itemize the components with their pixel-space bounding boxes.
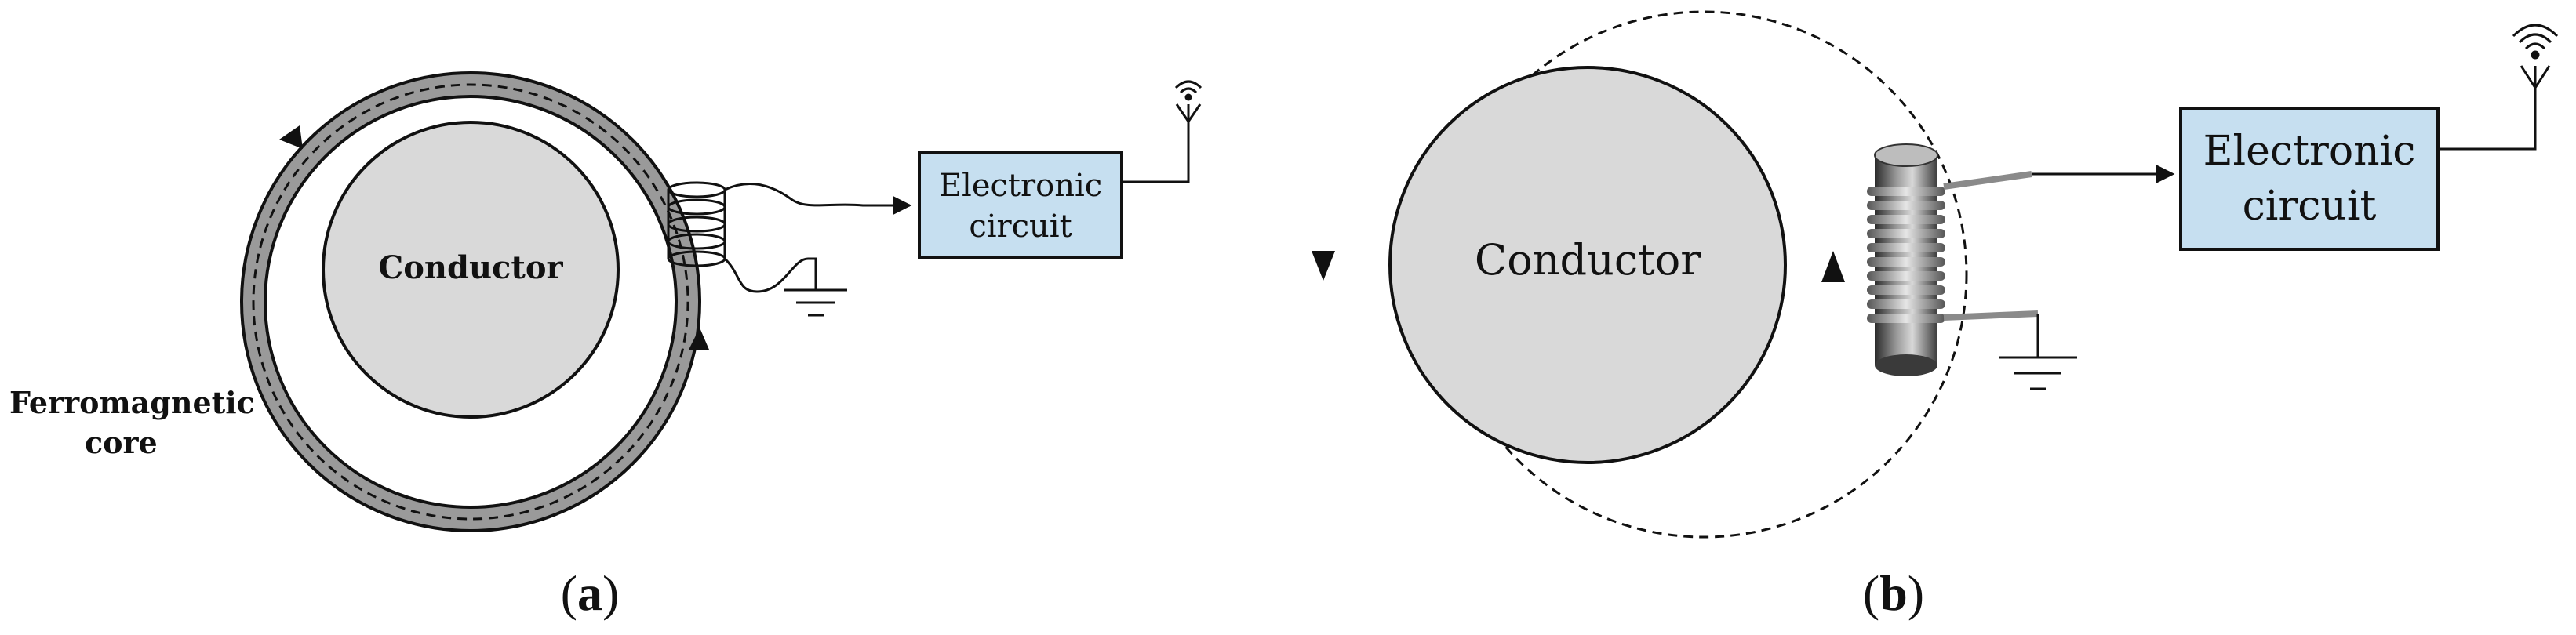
box-a-line1: Electronic — [939, 168, 1102, 204]
ground-icon — [784, 288, 847, 317]
core-label-line2: core — [85, 425, 158, 460]
antenna-icon — [1174, 80, 1202, 122]
flux-arrow-right — [689, 328, 709, 350]
conductor-b — [1388, 66, 1787, 464]
coil-lead-top — [1943, 171, 2032, 190]
electronic-circuit-box-b — [2179, 107, 2440, 251]
panel-a: Conductor Ferromagnetic core Electronic … — [9, 71, 1202, 621]
coil-rod-icon — [1867, 143, 1945, 376]
coil-wire-bottom — [723, 257, 817, 293]
conductor-label-a: Conductor — [378, 249, 563, 286]
box-b-line2: circuit — [2243, 183, 2377, 230]
coil-icon — [667, 181, 726, 267]
antenna-feed-a — [1122, 122, 1190, 183]
core-label-line1: Ferromagnetic — [9, 385, 255, 420]
panel-label-a: (a) — [561, 565, 620, 621]
flux-arrow-left — [279, 125, 303, 149]
coil-lead-bottom — [1943, 310, 2039, 321]
panel-b: Conductor — [1312, 10, 2559, 621]
antenna-feed-b — [2438, 88, 2537, 151]
flux-arrow-up — [1821, 251, 1845, 282]
flux-arrow-down — [1312, 251, 1335, 281]
ground-icon-b — [1999, 356, 2077, 390]
box-a-line2: circuit — [969, 209, 1072, 245]
panel-label-b: (b) — [1863, 565, 1924, 621]
magnetic-flux-path-b — [1439, 10, 1968, 539]
magnetic-flux-path — [252, 83, 689, 521]
coil-wire-top — [724, 182, 912, 215]
conductor-label-b: Conductor — [1475, 235, 1701, 285]
electronic-circuit-box-a — [918, 151, 1123, 259]
box-b-line1: Electronic — [2203, 128, 2416, 175]
antenna-icon-b — [2512, 24, 2559, 89]
conductor-a — [322, 121, 620, 419]
